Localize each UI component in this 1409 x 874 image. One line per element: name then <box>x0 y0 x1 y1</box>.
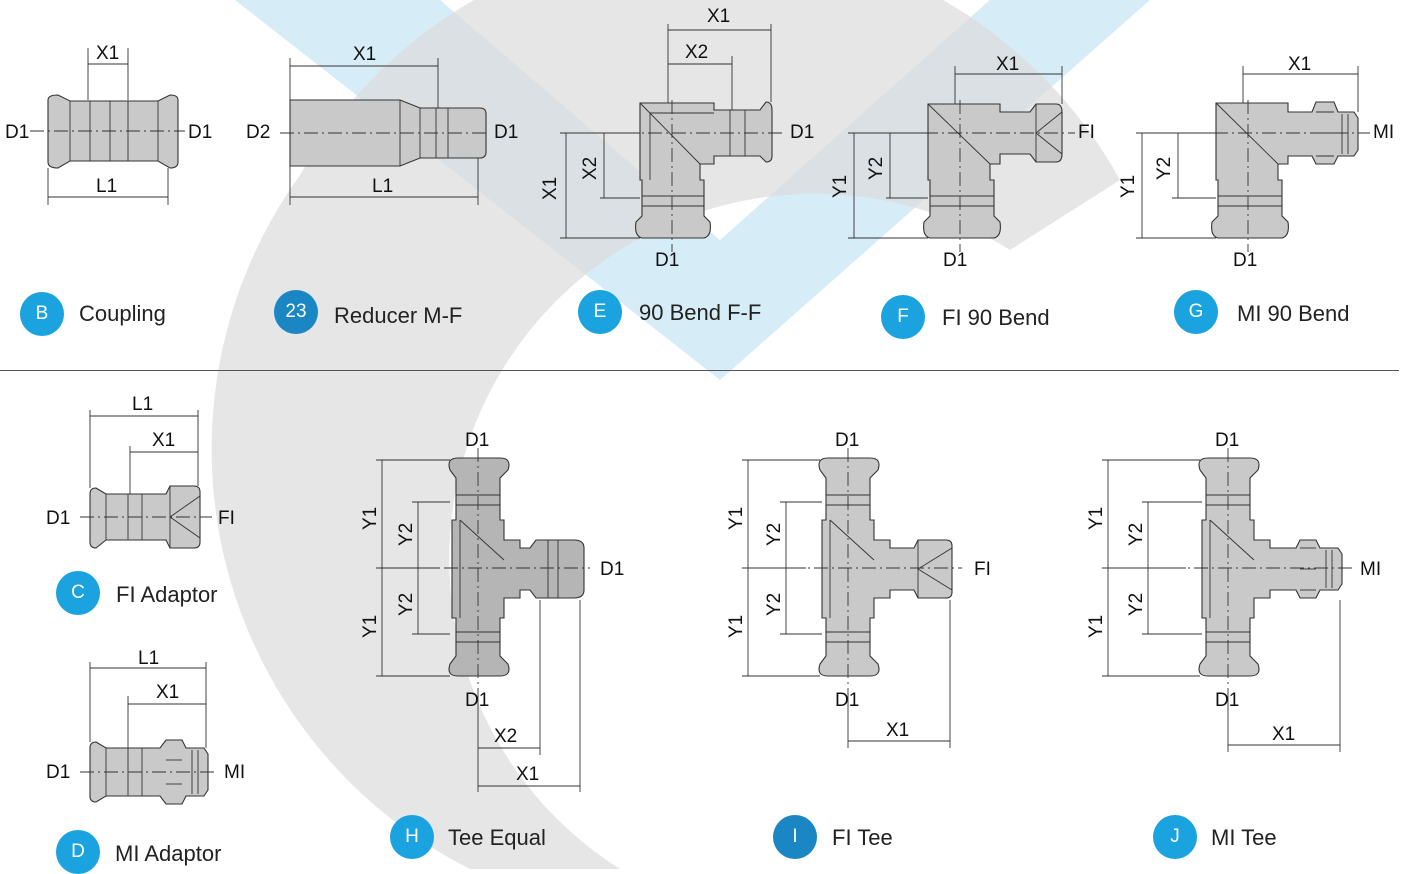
fi-bend-y2-label: Y2 <box>866 157 887 180</box>
reducer-x1-label: X1 <box>353 44 376 65</box>
caption-fi-tee: FI Tee <box>832 825 893 850</box>
mi-adaptor-d1-label: D1 <box>46 762 70 783</box>
fi-tee-d1-bottom-label: D1 <box>835 690 859 711</box>
mi-tee-d1-top-label: D1 <box>1215 430 1239 451</box>
badge-mi-bend: G <box>1174 290 1218 334</box>
tee-equal-d1-right-label: D1 <box>600 559 624 580</box>
fi-bend-d1-label: D1 <box>943 250 967 271</box>
badge-fi-adaptor: C <box>56 571 100 615</box>
badge-fi-bend: F <box>881 295 925 339</box>
reducer-d1-label: D1 <box>494 122 518 143</box>
mi-tee-y2-bottom-label: Y2 <box>1126 593 1147 616</box>
fi-bend-fi-label: FI <box>1078 122 1095 143</box>
bend-ff-d1-bottom-label: D1 <box>655 250 679 271</box>
mi-bend-y2-label: Y2 <box>1154 157 1175 180</box>
fi-tee-x1-label: X1 <box>886 720 909 741</box>
mi-tee-mi-label: MI <box>1360 559 1381 580</box>
reducer-drawing <box>280 58 490 205</box>
tee-equal-x1-label: X1 <box>516 764 539 785</box>
coupling-d1-right-label: D1 <box>188 122 212 143</box>
fi-bend-drawing <box>848 66 1075 252</box>
caption-fi-bend: FI 90 Bend <box>942 305 1050 330</box>
tee-equal-y2-top-label: Y2 <box>396 523 417 546</box>
fi-tee-y2-bottom-label: Y2 <box>764 593 785 616</box>
fi-adaptor-drawing <box>80 410 212 549</box>
mi-bend-x1-label: X1 <box>1288 54 1311 75</box>
mi-adaptor-l1-label: L1 <box>138 648 159 669</box>
caption-coupling: Coupling <box>79 301 166 326</box>
mi-tee-drawing <box>1102 448 1352 752</box>
tee-equal-d1-bottom-label: D1 <box>465 690 489 711</box>
coupling-drawing <box>30 48 185 205</box>
coupling-x1-label: X1 <box>96 43 119 64</box>
mi-tee-y2-top-label: Y2 <box>1126 523 1147 546</box>
caption-reducer: Reducer M-F <box>334 303 463 328</box>
badge-mi-adaptor: D <box>56 830 100 874</box>
fi-tee-y2-top-label: Y2 <box>764 523 785 546</box>
tee-equal-y1-top-label: Y1 <box>360 507 381 530</box>
fi-tee-drawing <box>742 448 962 748</box>
caption-mi-bend: MI 90 Bend <box>1237 301 1350 326</box>
mi-adaptor-mi-label: MI <box>224 762 245 783</box>
mi-tee-d1-bottom-label: D1 <box>1215 690 1239 711</box>
reducer-d2-label: D2 <box>246 122 270 143</box>
badge-mi-tee: J <box>1153 815 1197 859</box>
caption-bend-ff: 90 Bend F-F <box>639 300 762 325</box>
badge-fi-tee: I <box>773 815 817 859</box>
badge-bend-ff: E <box>578 290 622 334</box>
mi-adaptor-x1-label: X1 <box>156 682 179 703</box>
fi-adaptor-l1-label: L1 <box>132 394 153 415</box>
caption-mi-adaptor: MI Adaptor <box>115 841 222 866</box>
fi-adaptor-x1-label: X1 <box>152 430 175 451</box>
mi-bend-mi-label: MI <box>1373 122 1394 143</box>
mi-bend-d1-label: D1 <box>1233 250 1257 271</box>
fi-tee-d1-top-label: D1 <box>835 430 859 451</box>
fi-tee-fi-label: FI <box>974 559 991 580</box>
fi-tee-y1-bottom-label: Y1 <box>726 615 747 638</box>
coupling-d1-left-label: D1 <box>5 122 29 143</box>
bend-ff-x1-vert-label: X1 <box>540 177 561 200</box>
fi-adaptor-fi-label: FI <box>218 508 235 529</box>
tee-equal-drawing <box>376 448 590 792</box>
section-divider <box>0 370 1399 371</box>
reducer-l1-label: L1 <box>372 176 393 197</box>
fi-bend-x1-label: X1 <box>996 54 1019 75</box>
fi-bend-y1-label: Y1 <box>830 175 851 198</box>
mi-tee-y1-bottom-label: Y1 <box>1086 615 1107 638</box>
bend-ff-x2-label: X2 <box>685 42 708 63</box>
mi-adaptor-drawing <box>80 662 218 805</box>
tee-equal-x2-label: X2 <box>494 726 517 747</box>
mi-tee-x1-label: X1 <box>1272 724 1295 745</box>
mi-tee-y1-top-label: Y1 <box>1086 507 1107 530</box>
coupling-l1-label: L1 <box>96 176 117 197</box>
badge-coupling: B <box>20 292 64 336</box>
bend-ff-drawing <box>560 24 785 252</box>
fi-adaptor-d1-label: D1 <box>46 508 70 529</box>
tee-equal-y1-bottom-label: Y1 <box>360 615 381 638</box>
bend-ff-x1-label: X1 <box>707 6 730 27</box>
bend-ff-x2-vert-label: X2 <box>580 157 601 180</box>
caption-tee-equal: Tee Equal <box>448 825 546 850</box>
tee-equal-y2-bottom-label: Y2 <box>396 593 417 616</box>
caption-mi-tee: MI Tee <box>1211 825 1277 850</box>
tee-equal-d1-top-label: D1 <box>465 430 489 451</box>
fi-tee-y1-top-label: Y1 <box>726 507 747 530</box>
bend-ff-d1-right-label: D1 <box>790 122 814 143</box>
mi-bend-drawing <box>1136 66 1370 252</box>
mi-bend-y1-label: Y1 <box>1118 175 1139 198</box>
badge-tee-equal: H <box>390 815 434 859</box>
caption-fi-adaptor: FI Adaptor <box>116 582 218 607</box>
badge-reducer: 23 <box>274 290 318 334</box>
